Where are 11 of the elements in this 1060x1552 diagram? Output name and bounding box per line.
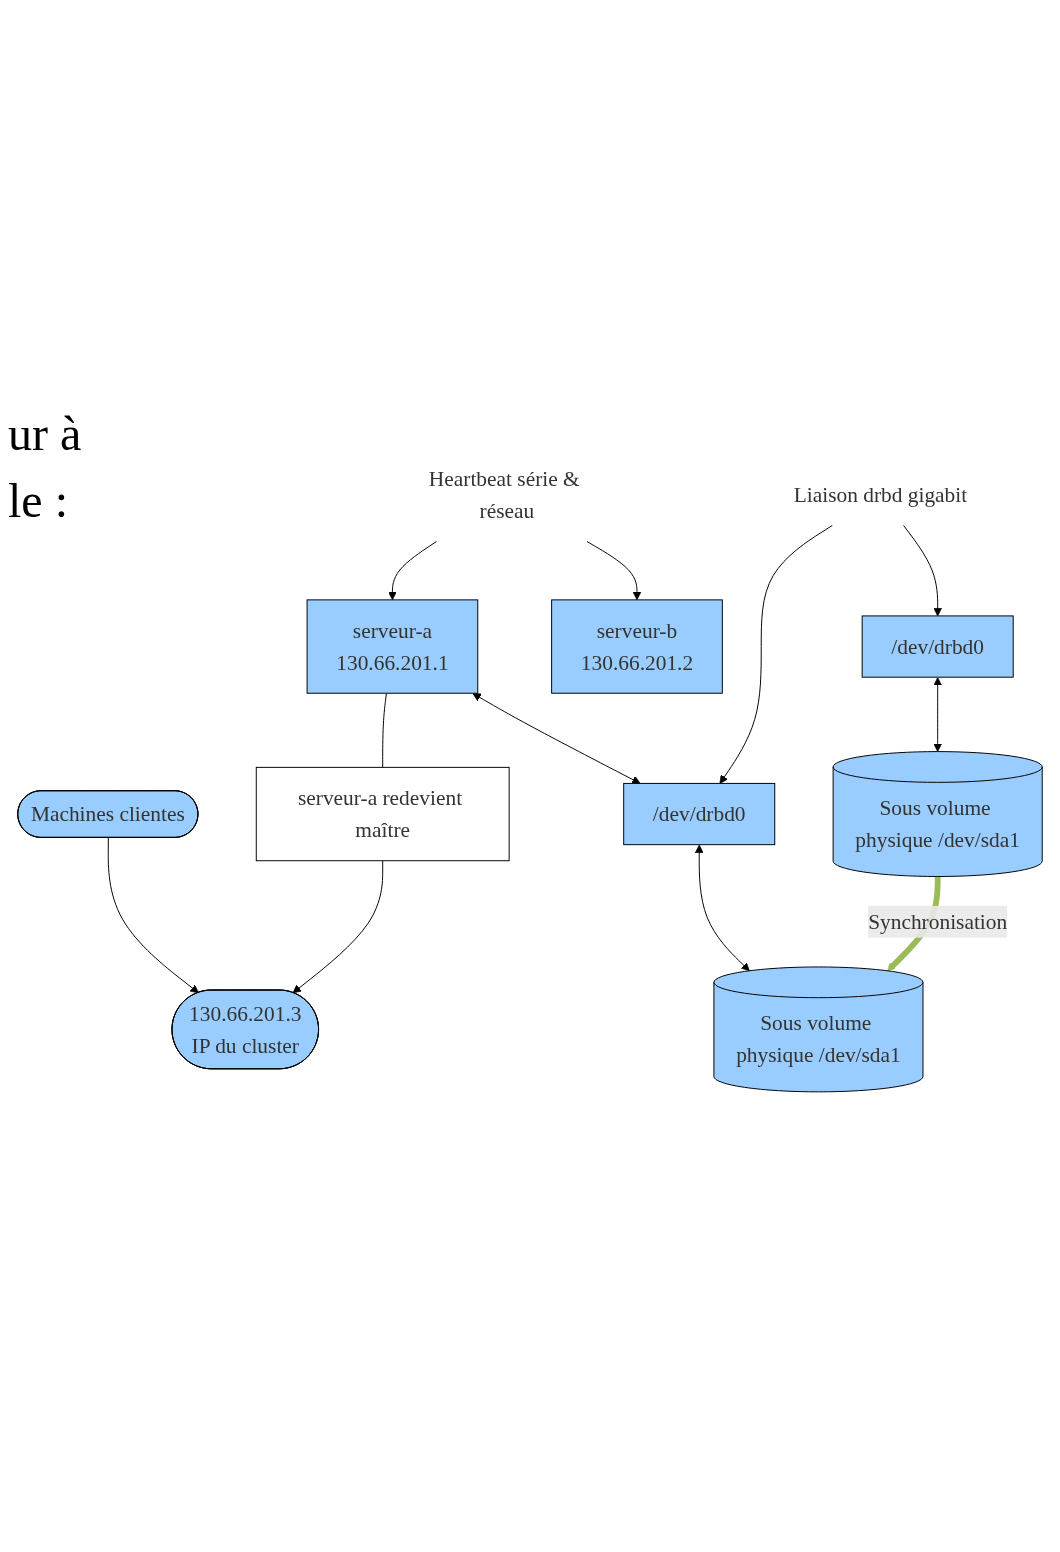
partial-text: le :	[8, 473, 69, 530]
node-box: /dev/drbd0	[861, 615, 1014, 678]
node-box: /dev/drbd0	[623, 782, 776, 846]
node-box: serveur-a 130.66.201.1	[306, 599, 479, 694]
node-text: Liaison drbd gigabit	[793, 482, 968, 507]
connector	[382, 692, 387, 768]
node-box: serveur-b 130.66.201.2	[551, 599, 723, 694]
node-box: serveur-a redevient maître	[255, 766, 510, 862]
node-text: Heartbeat série & réseau	[428, 466, 580, 524]
edge-label: Synchronisation	[868, 909, 1008, 934]
partial-text: ur à	[8, 406, 82, 462]
